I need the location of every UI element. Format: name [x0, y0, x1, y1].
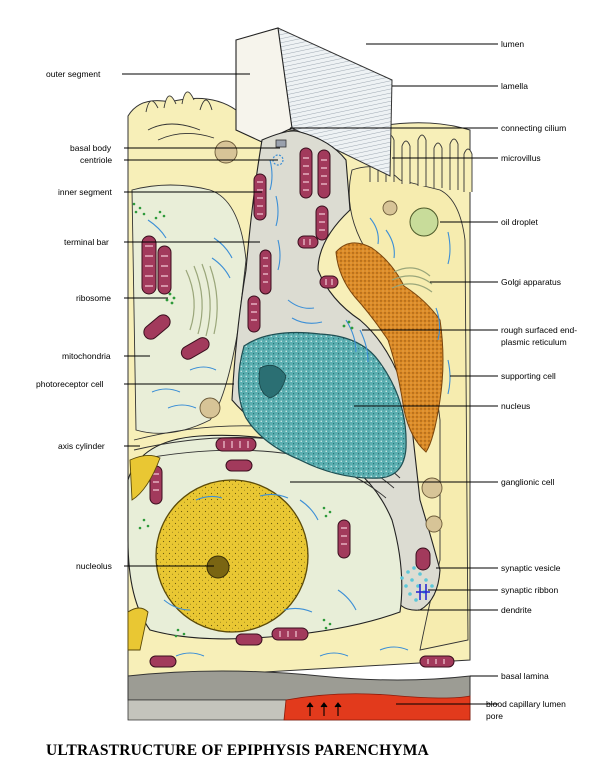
- golgi-stacks: [185, 263, 433, 337]
- label-rough-er-2: plasmic reticulum: [501, 337, 567, 347]
- mitochondrion: [337, 519, 351, 559]
- left-supporting-slab-lower: [127, 607, 149, 651]
- golgi-apparatus-body: [335, 242, 444, 453]
- left-supporting-slab: [129, 455, 161, 501]
- label-oil-droplet: oil droplet: [501, 217, 538, 227]
- ribosome-cluster: [138, 518, 150, 530]
- label-rough-er-1: rough surfaced end-: [501, 325, 577, 335]
- synaptic-vesicles: [400, 566, 434, 602]
- synaptic-ribbon-shape: [416, 584, 430, 600]
- mitochondrion: [297, 235, 319, 249]
- nucleolus-body: [206, 555, 230, 579]
- mitochondrion: [415, 547, 431, 571]
- label-supporting-cell: supporting cell: [501, 371, 556, 381]
- label-dendrite: dendrite: [501, 605, 532, 615]
- photoreceptor-nucleus: [237, 331, 407, 479]
- mitochondrion: [319, 275, 339, 289]
- label-ribosome: ribosome: [76, 293, 111, 303]
- ganglion-nucleus: [155, 479, 309, 633]
- mitochondrion: [143, 314, 171, 340]
- mitochondrion: [253, 173, 267, 221]
- label-basal-body: basal body: [70, 143, 112, 153]
- mitochondrion: [149, 655, 177, 668]
- basal-region: [127, 670, 471, 721]
- ribosome-cluster: [132, 202, 146, 216]
- mitochondrion: [315, 205, 329, 241]
- mitochondrion: [215, 437, 257, 452]
- ribosome-cluster: [165, 292, 176, 305]
- label-centriole: centriole: [80, 155, 112, 165]
- label-ganglionic-cell: ganglionic cell: [501, 477, 555, 487]
- diagram-title: ULTRASTRUCTURE OF EPIPHYSIS PARENCHYMA: [46, 742, 430, 759]
- label-nucleolus: nucleolus: [76, 561, 112, 571]
- mitochondrion: [157, 245, 172, 295]
- oil-droplet-shape: [409, 207, 439, 237]
- mitochondria-group: [141, 147, 455, 668]
- label-outer-segment: outer segment: [46, 69, 101, 79]
- label-nucleus: nucleus: [501, 401, 530, 411]
- label-mitochondria: mitochondria: [62, 351, 111, 361]
- label-pore: pore: [486, 711, 503, 721]
- rough-er: [147, 159, 451, 657]
- ribosome-clusters: [132, 202, 354, 638]
- leader-lines: [122, 43, 498, 705]
- mitochondrion: [317, 149, 331, 199]
- label-photoreceptor-cell: photoreceptor cell: [36, 379, 104, 389]
- label-synaptic-vesicle: synaptic vesicle: [501, 563, 561, 573]
- capillary-lumen: [283, 693, 471, 721]
- ribosome-cluster: [322, 618, 332, 630]
- mitochondrion: [180, 337, 210, 360]
- mitochondrion: [141, 235, 157, 295]
- mitochondrion: [271, 627, 309, 641]
- mitochondrion: [247, 295, 261, 333]
- label-golgi-apparatus: Golgi apparatus: [501, 277, 561, 287]
- label-synaptic-ribbon: synaptic ribbon: [501, 585, 558, 595]
- mitochondrion: [419, 655, 455, 668]
- ribosome-cluster: [154, 210, 166, 220]
- mitochondrion: [149, 465, 163, 505]
- ribosome-cluster: [174, 628, 186, 638]
- pores: [306, 702, 342, 716]
- label-axis-cylinder: axis cylinder: [58, 441, 105, 451]
- lipid-inclusions: [199, 140, 443, 533]
- mitochondrion: [235, 633, 263, 646]
- label-lamella: lamella: [501, 81, 528, 91]
- label-terminal-bar: terminal bar: [64, 237, 109, 247]
- label-lumen: lumen: [501, 39, 524, 49]
- basal-body-shape: [275, 139, 287, 148]
- label-inner-segment: inner segment: [58, 187, 113, 197]
- ribosome-cluster: [342, 320, 354, 330]
- label-blood-capillary-lumen: blood capillary lumen: [486, 699, 566, 709]
- mitochondrion: [299, 147, 313, 199]
- label-group: lumen outer segment lamella basal body c…: [36, 39, 577, 721]
- mitochondrion: [225, 459, 253, 472]
- microvilli-left: [145, 91, 215, 141]
- ribosome-cluster: [322, 506, 332, 518]
- basal-lamina-layer: [127, 670, 471, 701]
- label-microvillus: microvillus: [501, 153, 541, 163]
- label-connecting-cilium: connecting cilium: [501, 123, 566, 133]
- label-basal-lamina: basal lamina: [501, 671, 549, 681]
- mitochondrion: [259, 249, 272, 295]
